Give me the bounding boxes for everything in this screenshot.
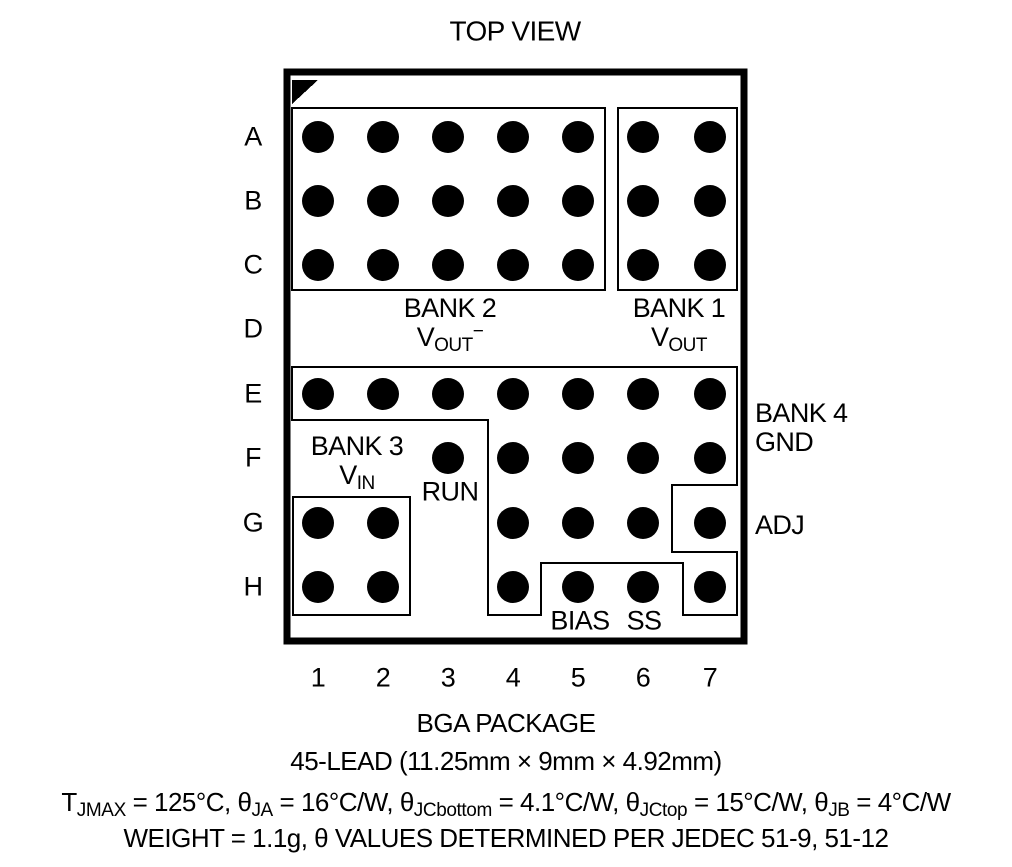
ball-H7: [694, 571, 726, 603]
ball-B1: [302, 185, 334, 217]
row-label-F: F: [245, 442, 262, 473]
ball-E3: [432, 378, 464, 410]
ball-F7: [694, 442, 726, 474]
col-label-2: 2: [375, 662, 391, 693]
thermal-spec-caption: TJMAX = 125°C, θJA = 16°C/W, θJCbottom =…: [61, 787, 951, 822]
ball-F4: [497, 442, 529, 474]
col-label-1: 1: [310, 662, 326, 693]
ball-B5: [562, 185, 594, 217]
bank4-name: BANK 4: [755, 398, 848, 428]
bank2-outline: [291, 107, 606, 291]
ball-B2: [367, 185, 399, 217]
ball-E7: [694, 378, 726, 410]
ball-A2: [367, 121, 399, 153]
row-label-A: A: [244, 121, 262, 152]
ball-A4: [497, 121, 529, 153]
ball-C6: [627, 249, 659, 281]
col-label-6: 6: [635, 662, 651, 693]
ball-E6: [627, 378, 659, 410]
ss-pin-label: SS: [626, 605, 662, 636]
ball-C4: [497, 249, 529, 281]
bank3-name: BANK 3: [310, 431, 404, 461]
bank1-label: BANK 1 VOUT: [632, 293, 726, 357]
package-outline: [283, 68, 748, 645]
ball-G6: [627, 507, 659, 539]
col-label-3: 3: [440, 662, 456, 693]
col-label-7: 7: [702, 662, 718, 693]
ball-E2: [367, 378, 399, 410]
bank1-outline: [617, 107, 738, 291]
ball-H1: [302, 571, 334, 603]
top-view-title: TOP VIEW: [449, 15, 581, 47]
bank1-name: BANK 1: [632, 293, 726, 323]
pin-a1-corner-marker-icon: [292, 80, 318, 104]
ball-A1: [302, 121, 334, 153]
ball-F6: [627, 442, 659, 474]
ball-E5: [562, 378, 594, 410]
ball-G4: [497, 507, 529, 539]
ball-C5: [562, 249, 594, 281]
ball-C2: [367, 249, 399, 281]
row-label-D: D: [243, 313, 264, 344]
bank4-label: BANK 4 GND: [755, 398, 848, 457]
ball-B7: [694, 185, 726, 217]
ball-H2: [367, 571, 399, 603]
bank4-outline: [291, 366, 738, 616]
ball-C1: [302, 249, 334, 281]
bank3-label: BANK 3 VIN: [310, 431, 404, 495]
bank3-outline: [292, 496, 411, 616]
col-label-4: 4: [505, 662, 521, 693]
ball-C3: [432, 249, 464, 281]
ball-G2: [367, 507, 399, 539]
ball-E1: [302, 378, 334, 410]
ball-A6: [627, 121, 659, 153]
ball-H6: [627, 571, 659, 603]
bank4-pin: GND: [755, 427, 814, 457]
ball-B3: [432, 185, 464, 217]
ball-C7: [694, 249, 726, 281]
bank3-pin: VIN: [339, 460, 375, 495]
ball-H4: [497, 571, 529, 603]
ball-A5: [562, 121, 594, 153]
ball-E4: [497, 378, 529, 410]
ball-F3: [432, 442, 464, 474]
ball-B6: [627, 185, 659, 217]
ball-G7: [694, 507, 726, 539]
lead-count-caption: 45-LEAD (11.25mm × 9mm × 4.92mm): [290, 746, 722, 776]
ball-H5: [562, 571, 594, 603]
bank2-label: BANK 2 VOUT−: [403, 293, 497, 357]
adj-pin-label: ADJ: [755, 510, 805, 540]
row-label-B: B: [244, 185, 262, 216]
bias-pin-label: BIAS: [550, 605, 610, 636]
ball-B4: [497, 185, 529, 217]
ball-A7: [694, 121, 726, 153]
package-name-caption: BGA PACKAGE: [416, 708, 596, 738]
row-label-G: G: [242, 507, 264, 538]
run-pin-label: RUN: [421, 476, 479, 507]
row-label-E: E: [244, 378, 262, 409]
col-label-5: 5: [570, 662, 586, 693]
ball-G5: [562, 507, 594, 539]
ball-G1: [302, 507, 334, 539]
ball-F5: [562, 442, 594, 474]
bank1-pin: VOUT: [650, 322, 708, 357]
weight-spec-caption: WEIGHT = 1.1g, θ VALUES DETERMINED PER J…: [123, 823, 889, 853]
row-label-C: C: [243, 249, 264, 280]
bank2-name: BANK 2: [403, 293, 497, 323]
bank2-pin: VOUT−: [416, 321, 484, 356]
ball-A3: [432, 121, 464, 153]
row-label-H: H: [243, 571, 264, 602]
